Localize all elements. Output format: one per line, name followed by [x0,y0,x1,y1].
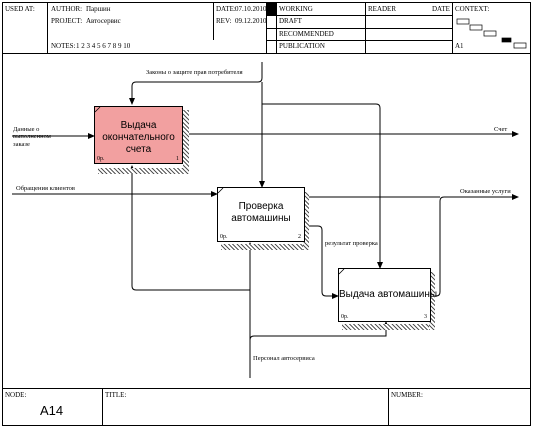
activity-box-3-number: 3 [424,314,427,320]
label-check-result: результат проверка [325,240,378,247]
date-label: DATE: [216,5,236,13]
box2-shadow [303,192,309,250]
activity-box-1[interactable]: Выдача окончательного счета 0р. 1 [94,106,183,164]
activity-box-2[interactable]: Проверка автомашины 0р. 2 [217,187,305,242]
header-divider [47,2,48,53]
box1-shadow [183,110,189,174]
arrow-control-law-box3 [262,103,383,269]
header-row-line [266,40,452,41]
box1-shadow [98,168,185,174]
reader-date-label: DATE [432,5,450,13]
notes-value: 1 2 3 4 5 6 7 8 9 10 [76,42,131,50]
label-input-order-data: Данные о выполненном заказе [13,126,51,148]
header-divider [266,2,267,53]
activity-box-3[interactable]: Выдача автомашины 0р. 3 [338,268,438,322]
activity-box-1-number: 1 [176,156,179,162]
label-output-services: Оказанные услуги [460,188,511,195]
label-control-law: Законы о защите прав потребителя [146,69,243,76]
label-output-bill: Счет [494,126,508,133]
arrow-feedback-box1 [129,165,250,291]
activity-box-3-cost: 0р. [341,314,349,320]
rev-label: REV: [216,17,232,25]
label-mechanism-staff: Персонал автосервиса [253,355,315,362]
rev-value: 09.12.2010 [235,17,267,25]
box3-shadow [342,324,435,330]
status-working: WORKING [279,5,313,13]
header-divider [276,2,277,53]
label-input-clients: Обращения клиентов [16,185,75,192]
number-label: NUMBER: [391,391,423,399]
box3-shadow [429,272,435,330]
box2-shadow [221,244,309,250]
working-status-marker [267,3,276,15]
footer-top-line [2,388,531,389]
date-value: 07.10.2010 [235,5,267,13]
header-divider [213,2,214,40]
activity-box-2-cost: 0р. [220,234,228,240]
arrow-output-services [431,194,519,297]
used-at-label: USED AT: [5,5,35,13]
status-draft: DRAFT [279,17,302,25]
activity-box-2-title: Проверка автомашины [231,201,291,224]
status-publication: PUBLICATION [279,42,325,50]
project-label: PROJECT: [51,17,83,25]
context-node: A1 [455,42,464,50]
activity-box-3-title: Выдача автомашины [339,289,438,300]
author-label: AUTHOR: [51,5,83,13]
footer-divider [102,388,103,426]
author-value: Паршин [86,5,111,13]
footer-divider [388,388,389,426]
activity-box-1-cost: 0р. [97,156,105,162]
title-label: TITLE: [105,391,127,399]
header-bottom-line [2,53,531,54]
arrow-check-result [305,225,339,299]
arrow-mechanism-box3 [249,321,389,341]
header-row-line [266,28,452,29]
notes-label: NOTES: [51,42,76,50]
header-divider [365,2,366,53]
header-divider [452,2,453,53]
header-row-line [266,15,452,16]
context-label: CONTEXT: [455,5,490,13]
arrow-control-law [129,62,263,105]
reader-label: READER [368,5,396,13]
context-thumbnail [456,18,527,49]
node-label: NODE: [5,391,27,399]
node-value: A14 [40,403,64,418]
activity-box-1-title: Выдача окончательного счета [102,120,175,155]
project-value: Автосервис [86,17,121,25]
activity-box-2-number: 2 [298,234,301,240]
status-recommended: RECOMMENDED [279,30,334,38]
